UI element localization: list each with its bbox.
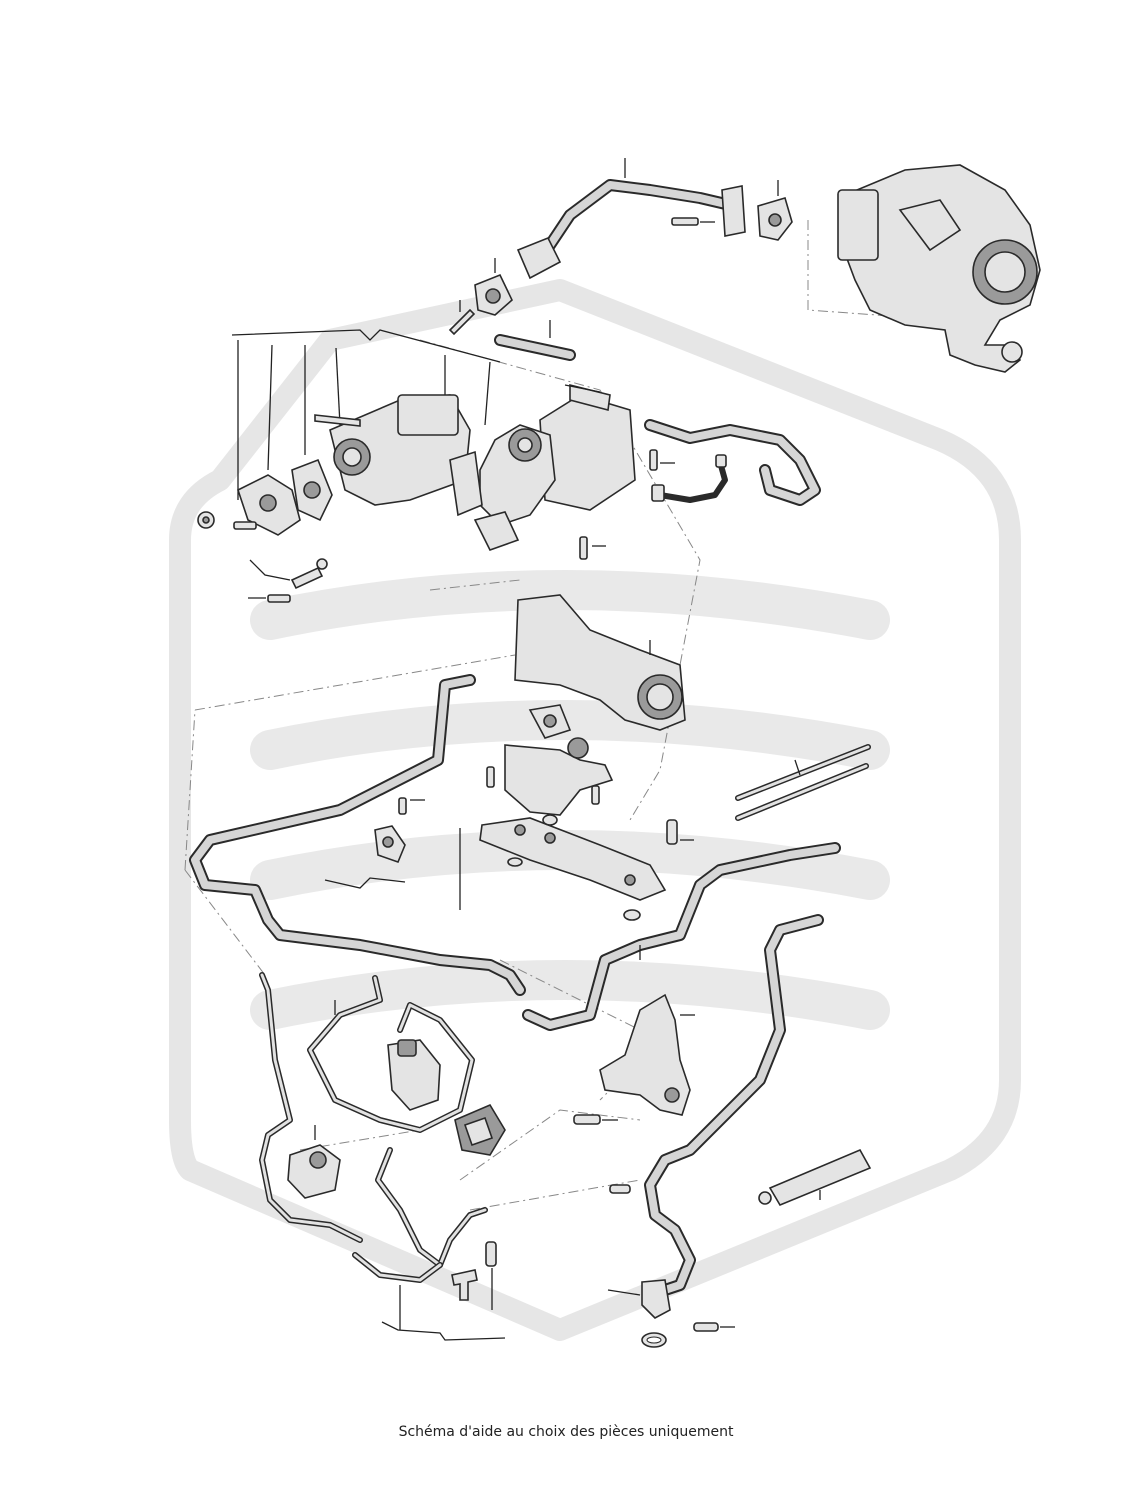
bolt-holder[interactable] — [398, 797, 425, 815]
bolt-small-a[interactable] — [233, 521, 257, 530]
diagram-caption: Schéma d'aide au choix des pièces unique… — [398, 1424, 734, 1440]
gasket-oval[interactable] — [291, 458, 333, 522]
coolant-pipe-main[interactable] — [189, 674, 841, 1031]
bolt-elbow-b[interactable] — [591, 785, 600, 805]
group-bracket — [231, 329, 501, 500]
intake-manifold-pipe[interactable] — [514, 594, 686, 731]
vacuum-line-loop[interactable] — [307, 975, 475, 1133]
outlet-flange[interactable] — [237, 474, 301, 536]
stud-bolt[interactable] — [448, 300, 476, 336]
egr-throttle-body[interactable] — [314, 394, 471, 506]
vacuum-line-left[interactable] — [259, 972, 363, 1243]
coolant-return-pipe[interactable] — [644, 914, 824, 1296]
turbocharger[interactable] — [837, 164, 1041, 373]
elbow-pipe[interactable] — [504, 737, 614, 816]
coolant-hose-upper[interactable] — [644, 419, 821, 506]
nut[interactable] — [197, 511, 215, 529]
group-bracket-lower — [381, 1285, 506, 1341]
bolt-sensor[interactable] — [649, 449, 675, 471]
gasket-round[interactable] — [474, 258, 513, 316]
bolt-elbow[interactable] — [486, 766, 495, 788]
gasket-thin[interactable] — [449, 450, 483, 517]
o-ring[interactable] — [641, 1332, 667, 1348]
pipe-connector[interactable] — [607, 1279, 671, 1319]
cable-ties[interactable] — [735, 744, 871, 821]
grease-tube[interactable] — [758, 1148, 872, 1207]
egr-valve[interactable] — [473, 424, 556, 551]
bolt-connector[interactable] — [693, 1322, 735, 1332]
flange-gasket-right[interactable] — [757, 180, 793, 241]
vacuum-line-right[interactable] — [352, 1147, 488, 1283]
temperature-sensor[interactable] — [651, 454, 728, 503]
washer-small[interactable] — [507, 857, 523, 867]
gasket-manifold[interactable] — [528, 704, 572, 739]
egr-cooler[interactable] — [539, 383, 636, 511]
bolt-cooler[interactable] — [579, 536, 606, 560]
bolt-return[interactable] — [609, 1184, 631, 1194]
bolt-bracket[interactable] — [573, 1114, 618, 1125]
bolt-small-b[interactable] — [248, 594, 291, 603]
bracket-rail[interactable] — [459, 817, 667, 910]
clip-ring[interactable] — [542, 814, 558, 826]
bolt-flange[interactable] — [671, 217, 715, 226]
check-valve-a[interactable] — [485, 1241, 497, 1310]
hose-short[interactable] — [494, 320, 576, 361]
holder-clip[interactable] — [324, 825, 406, 889]
bolt-rail[interactable] — [666, 819, 694, 845]
rubber-mount[interactable] — [454, 1103, 506, 1156]
sensor-small[interactable] — [249, 558, 328, 590]
support-bracket[interactable] — [599, 993, 695, 1116]
vacuum-solenoid[interactable] — [387, 1039, 441, 1111]
clip-ring-b[interactable] — [623, 909, 641, 921]
t-connector[interactable] — [451, 1269, 478, 1301]
egr-pipe[interactable] — [516, 158, 746, 280]
vacuum-pump[interactable] — [287, 1125, 341, 1199]
